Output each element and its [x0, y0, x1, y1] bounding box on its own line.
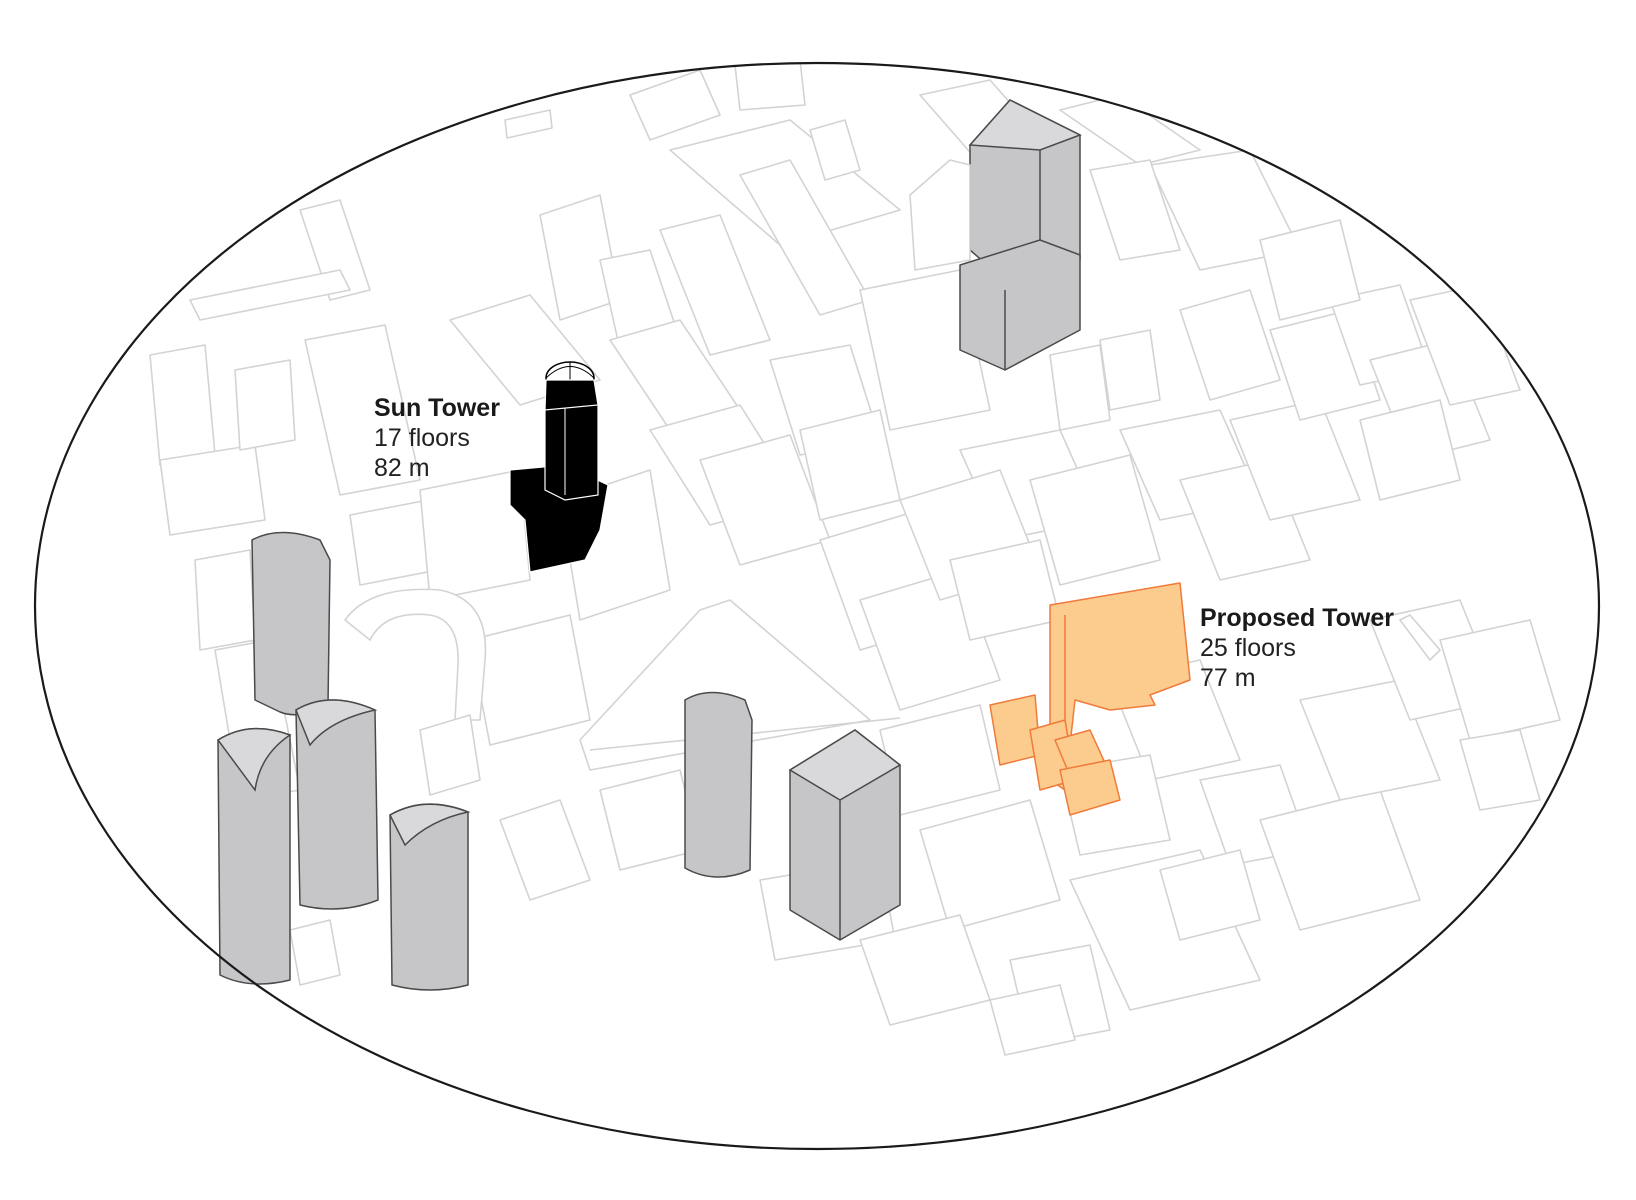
proposed-tower-floors: 25 floors — [1200, 634, 1296, 662]
sun-tower-label: Sun Tower 17 floors 82 m — [374, 393, 500, 483]
proposed-tower-massing — [989, 582, 1191, 816]
sun-tower-massing — [509, 361, 609, 573]
existing-towers — [216, 99, 1082, 991]
proposed-tower-height: 77 m — [1200, 664, 1256, 692]
proposed-tower-name: Proposed Tower — [1200, 604, 1395, 632]
proposed-tower-label: Proposed Tower 25 floors 77 m — [1200, 603, 1394, 693]
sun-tower-floors: 17 floors — [374, 424, 470, 452]
frame-ellipse — [33, 61, 1601, 1151]
sun-tower-name: Sun Tower — [374, 394, 500, 422]
sun-tower-height: 82 m — [374, 454, 430, 482]
